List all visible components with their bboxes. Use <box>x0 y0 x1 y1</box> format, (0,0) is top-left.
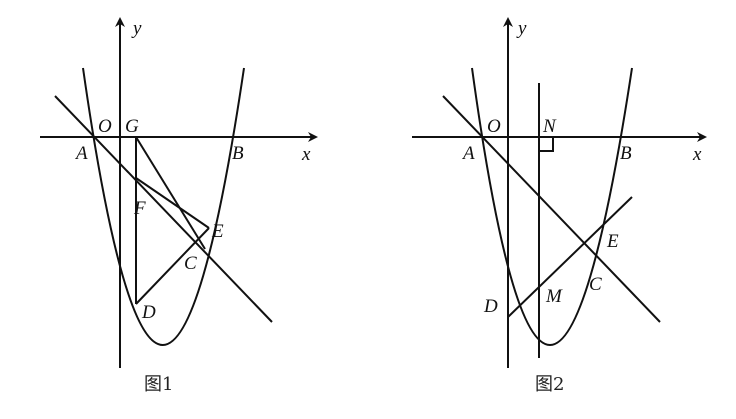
label-o: O <box>487 116 501 137</box>
parabola <box>82 67 245 346</box>
label-a: A <box>74 143 88 164</box>
label-g: G <box>125 116 139 137</box>
line-de <box>507 196 633 318</box>
label-c: C <box>184 253 197 274</box>
label-m: M <box>545 286 563 307</box>
label-f: F <box>133 198 146 219</box>
segment-gc <box>135 136 206 250</box>
label-o: O <box>98 116 112 137</box>
label-n: N <box>542 116 557 137</box>
label-e: E <box>606 231 619 252</box>
segment-de <box>135 227 210 305</box>
label-e: E <box>211 221 224 242</box>
label-x: x <box>692 144 702 165</box>
right-angle-mark <box>539 137 554 152</box>
label-b: B <box>232 143 244 164</box>
label-y: y <box>516 18 527 39</box>
line-ac <box>54 95 273 323</box>
figure-1: y x O G A B F E C D 图1 <box>40 17 318 395</box>
line-ac <box>442 95 661 323</box>
label-b: B <box>620 143 632 164</box>
label-d: D <box>141 302 156 323</box>
label-a: A <box>461 143 475 164</box>
caption-figure-1: 图1 <box>144 374 173 395</box>
label-x: x <box>301 144 311 165</box>
label-y: y <box>131 18 142 39</box>
caption-figure-2: 图2 <box>535 374 564 395</box>
figure-2: y x O N A B E C M D 图2 <box>412 17 707 395</box>
parabola <box>471 67 633 346</box>
label-c: C <box>589 274 602 295</box>
label-d: D <box>483 296 498 317</box>
segment-fe <box>135 177 210 229</box>
